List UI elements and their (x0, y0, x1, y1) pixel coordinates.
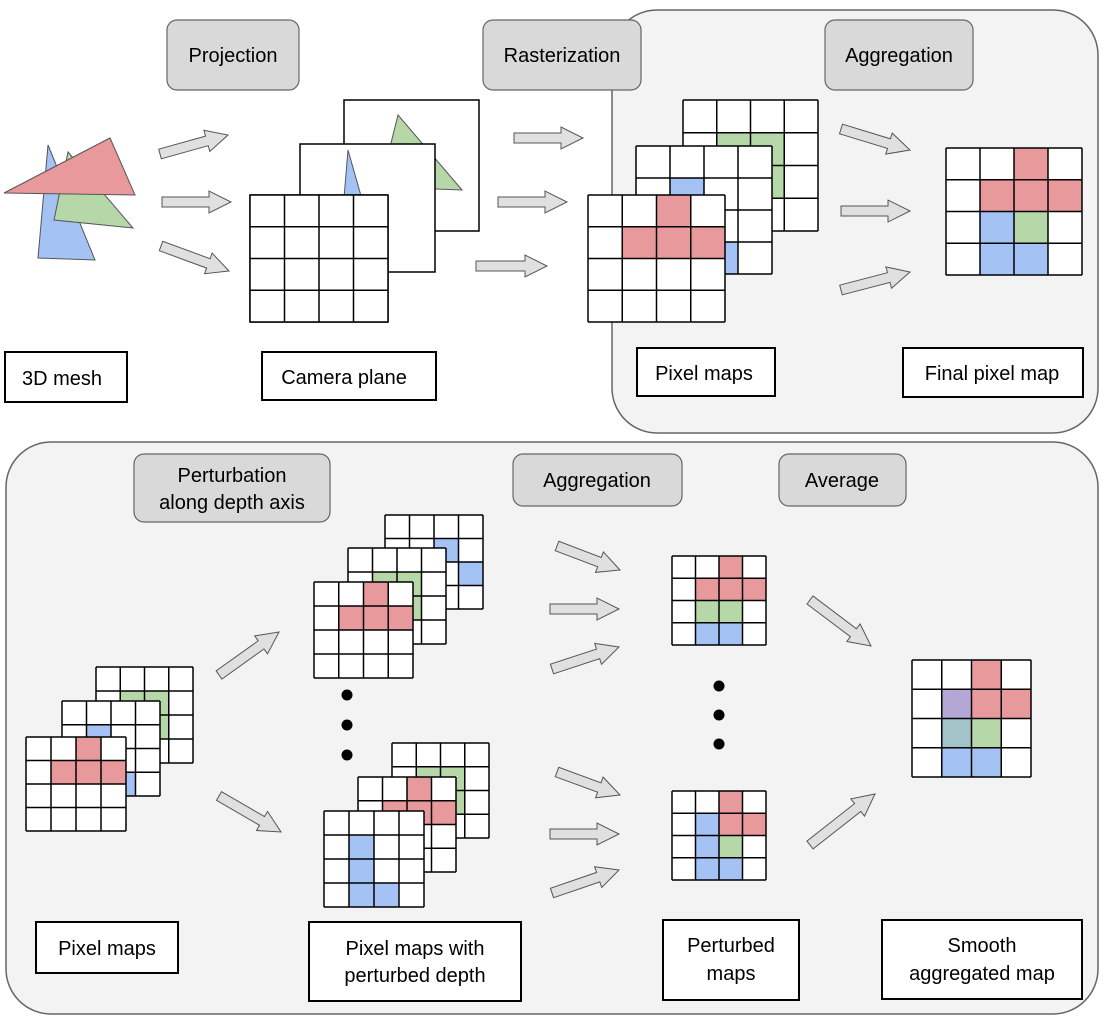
arrow-aggregation-3 (839, 266, 912, 296)
smooth-aggregation-panel (5, 441, 1099, 1015)
arrow-aggr-upper-3 (549, 642, 621, 675)
caption-smooth-aggregated-text-1: Smooth (948, 935, 1017, 957)
final-pixel-map-grid (945, 147, 1083, 276)
arrow-projection-1 (158, 129, 230, 160)
arrow-perturb-up (215, 631, 280, 680)
perturbed-upper-front (313, 581, 414, 679)
step-perturbation: Perturbation along depth axis (133, 453, 331, 523)
arrow-aggr-lower-3 (549, 866, 621, 899)
step-rasterization-label: Rasterization (504, 45, 621, 67)
step-projection-label: Projection (189, 45, 278, 67)
caption-3d-mesh-text: 3D mesh (22, 368, 102, 390)
step-aggregation-top-label: Aggregation (845, 45, 953, 67)
caption-final-pixel-map-text: Final pixel map (925, 363, 1060, 385)
smooth-aggregated-map-grid (911, 659, 1032, 778)
mesh-3d (3, 137, 136, 261)
caption-perturbed-depth-text-1: Pixel maps with (346, 938, 485, 960)
arrow-rasterization-1 (513, 126, 585, 150)
step-average-label: Average (805, 470, 879, 492)
caption-pixel-maps-top-text: Pixel maps (655, 363, 753, 385)
caption-pixel-maps-top: Pixel maps (636, 347, 776, 397)
arrow-projection-3 (158, 240, 231, 275)
caption-camera-plane-text: Camera plane (281, 367, 407, 389)
perturbed-lower-front (323, 810, 425, 908)
arrow-perturb-down (215, 791, 282, 833)
caption-pixel-maps-bottom-text: Pixel maps (58, 938, 156, 960)
arrow-aggr-upper-2 (549, 597, 621, 621)
step-perturbation-label-1: Perturbation (178, 465, 287, 487)
pixel-map-top-front (587, 194, 726, 323)
arrow-aggr-upper-1 (554, 540, 622, 573)
ellipsis-perturbed-maps (713, 680, 725, 750)
ellipsis-perturbed-depth (341, 689, 353, 761)
caption-perturbed-maps: Perturbed maps (662, 919, 800, 1001)
arrow-aggregation-2 (840, 199, 912, 223)
mesh-red-triangle (3, 137, 136, 196)
step-aggregation-bottom-label: Aggregation (543, 470, 651, 492)
perturbed-map-lower-grid (671, 790, 767, 881)
arrow-average-lower (806, 793, 876, 850)
step-rasterization: Rasterization (482, 19, 642, 91)
step-aggregation-bottom: Aggregation (512, 453, 683, 507)
caption-perturbed-maps-text-1: Perturbed (687, 935, 775, 957)
caption-smooth-aggregated: Smooth aggregated map (881, 919, 1083, 1000)
caption-perturbed-maps-text-2: maps (707, 963, 756, 985)
arrow-rasterization-3 (475, 254, 549, 278)
step-aggregation-top: Aggregation (824, 19, 974, 91)
caption-perturbed-depth: Pixel maps with perturbed depth (308, 921, 522, 1002)
step-average: Average (778, 453, 907, 507)
pixel-map-bottom-front (25, 736, 127, 832)
caption-3d-mesh: 3D mesh (4, 351, 128, 403)
arrow-average-upper (806, 595, 872, 647)
arrow-aggr-lower-2 (549, 822, 621, 846)
caption-smooth-aggregated-text-2: aggregated map (909, 963, 1055, 985)
caption-perturbed-depth-text-2: perturbed depth (344, 965, 485, 987)
caption-pixel-maps-bottom: Pixel maps (35, 921, 179, 974)
arrow-rasterization-2 (497, 190, 569, 214)
perturbed-map-upper-grid (671, 555, 767, 646)
arrow-aggr-lower-1 (554, 766, 622, 799)
caption-final-pixel-map: Final pixel map (902, 347, 1084, 398)
step-projection: Projection (166, 19, 300, 91)
step-perturbation-label-2: along depth axis (159, 492, 305, 514)
camera-plane-front-grid (249, 194, 389, 323)
arrow-projection-2 (161, 190, 233, 214)
caption-camera-plane: Camera plane (261, 351, 437, 401)
arrow-aggregation-1 (838, 123, 912, 155)
